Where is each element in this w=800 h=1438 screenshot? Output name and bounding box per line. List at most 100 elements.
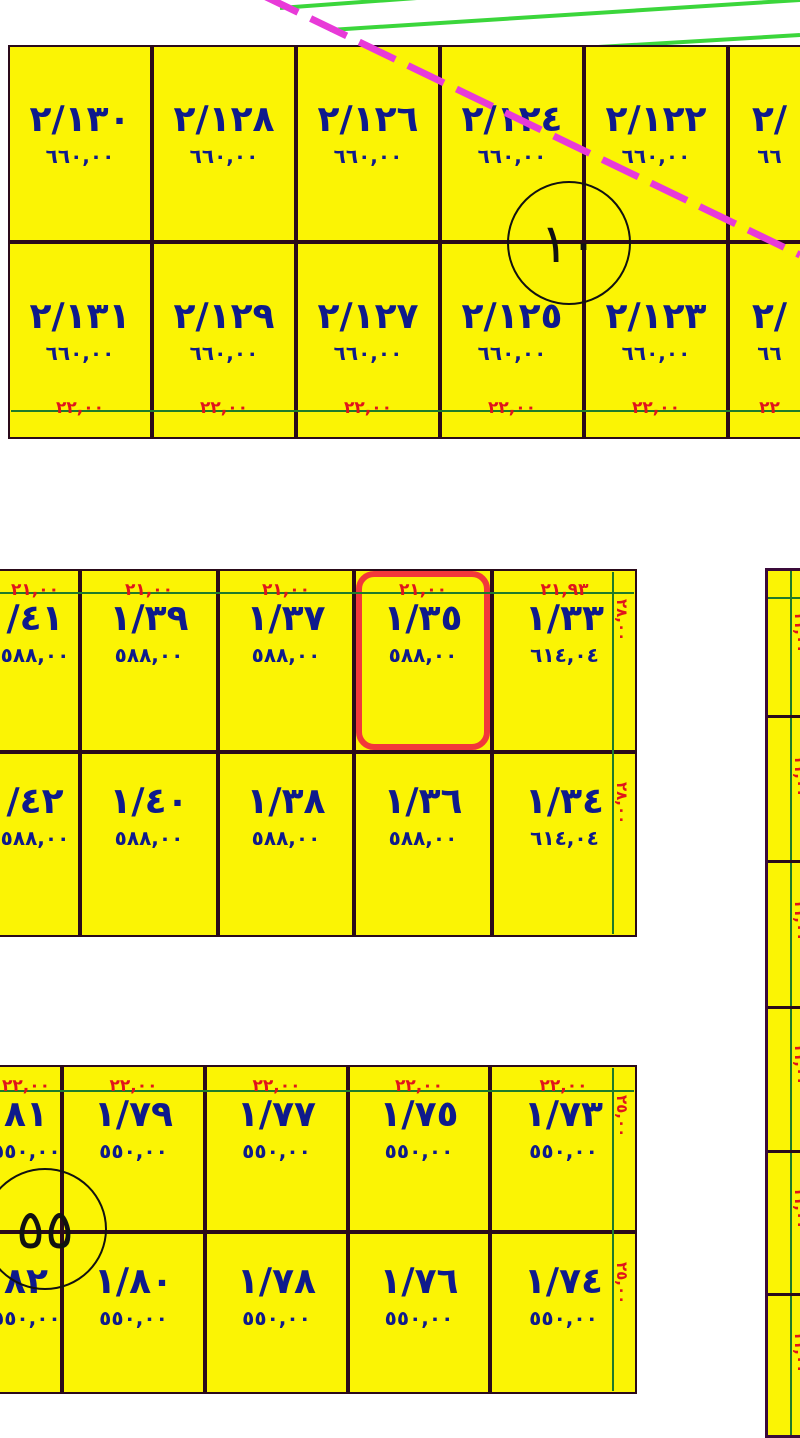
plot[interactable]: ١/٣٦ ٥٨٨,٠٠ [354,752,492,937]
side-dimension: ١١,٠٠ [791,611,800,654]
plot-area: ٥٨٨,٠٠ [0,643,70,667]
plot-number: ١/٣٦ [383,781,463,822]
plot-number: ١/٧٣ [523,1094,604,1135]
side-dimension: ١١,٠٠ [791,1187,800,1230]
plot-area: ٥٨٨,٠٠ [0,826,70,850]
plot-area: ٥٥٠,٠٠ [242,1139,311,1163]
plot[interactable]: ١/٧٥ ٥٥٠,٠٠ [348,1065,490,1232]
plot-number: ١/٧٦ [379,1261,459,1302]
plot[interactable]: ١/٨٠ ٥٥٠,٠٠ [62,1232,205,1394]
plot-area: ٦٦٠,٠٠ [621,341,691,365]
plot-number: ٨١ [4,1094,48,1135]
setback-line [0,1090,634,1092]
plot-number: ١/٣٨ [246,781,326,822]
plot[interactable]: ١/٧٦ ٥٥٠,٠٠ [348,1232,490,1394]
plot-number: ١/٧٨ [236,1261,317,1302]
plot-area: ٦٦٠,٠٠ [477,341,547,365]
plot[interactable]: ٢/١٢٩ ٦٦٠,٠٠ [152,242,296,439]
plot-area: ٦٦ [757,341,782,365]
plot-area: ٥٨٨,٠٠ [388,643,458,667]
block-number-circle: ١٠ [507,181,631,305]
plot-number: ٢/١٢٧ [317,296,419,337]
plot-area: ٥٥٠,٠٠ [384,1139,454,1163]
plot-divider [768,1150,800,1153]
plot-area: ٦٦٠,٠٠ [333,341,403,365]
frontage-dimension: ٢٢,٠٠ [2,1076,50,1096]
frontage-dimension: ٢١,٠٠ [125,580,173,600]
plot-number: ٢/١٢٥ [461,296,563,337]
plot-area: ٦٦٠,٠٠ [333,144,403,168]
plot[interactable]: ١/٣٥ ٥٨٨,٠٠ [354,569,492,752]
plot[interactable]: ٢/١٢٧ ٦٦٠,٠٠ [296,242,440,439]
plot[interactable]: ١/٧٨ ٥٥٠,٠٠ [205,1232,348,1394]
plot-area: ٦٦٠,٠٠ [45,144,115,168]
frontage-dimension: ٢٢,٠٠ [200,398,248,418]
frontage-dimension: ٢٢,٠٠ [344,398,392,418]
plot-number: ٢/١٣١ [29,296,131,337]
frontage-dimension: ٢٢,٠٠ [539,1076,588,1096]
plot-number: ١/٧٤ [523,1261,604,1302]
plot-area: ٥٥٠,٠٠ [242,1306,311,1330]
side-dimension: ٢٥,٠٠ [613,1095,631,1138]
plot-number: ٢/١٢٨ [173,99,275,140]
setback-line [790,571,792,1435]
plot-area: ٥٥٠,٠٠ [0,1139,61,1163]
plot-number: ١/٣٤ [524,781,605,822]
plot-number: ١/٨٠ [93,1261,174,1302]
frontage-dimension: ٢٢,٠٠ [488,398,536,418]
plot-number: ٢/١٢٤ [461,99,563,140]
plot-number: ١/٣٥ [383,598,463,639]
plot-area: ٥٥٠,٠٠ [99,1306,168,1330]
frontage-dimension: ٢٢,٠٠ [395,1076,443,1096]
plot-number: ٢/١٢٣ [605,296,707,337]
plot-area: ٦٦٠,٠٠ [477,144,547,168]
plot[interactable]: ٢/١٣٠ ٦٦٠,٠٠ [8,45,152,242]
setback-line [612,1068,614,1391]
plot-area: ٥٥٠,٠٠ [0,1306,61,1330]
plot-number: ٢/ [751,296,788,337]
plot-divider [768,1293,800,1296]
plot-area: ٦٦٠,٠٠ [621,144,691,168]
plot-divider [768,715,800,718]
plot[interactable]: ٢/٦٦ [728,45,800,242]
side-dimension: ١١,٠٠ [791,899,800,942]
setback-line [612,572,614,934]
plot[interactable]: ١/٧٤ ٥٥٠,٠٠ [490,1232,637,1394]
plot-area: ٥٥٠,٠٠ [384,1306,454,1330]
plot-number: ٢/ [751,99,788,140]
setback-line [0,592,634,594]
plot-divider [768,860,800,863]
plot-area: ٦١٤,٠٤ [530,643,599,667]
plot-number: ١/٣٣ [524,598,605,639]
plot-area: ٦٦٠,٠٠ [189,341,259,365]
plot-area: ٥٨٨,٠٠ [388,826,458,850]
frontage-dimension: ٢١,٠٠ [11,580,59,600]
plot-number: ١/٣٧ [246,598,326,639]
plot-number: ٢/١٣٠ [29,99,131,140]
plot-number: ٢/١٢٢ [605,99,707,140]
plot-number: ٢/١٢٩ [173,296,275,337]
frontage-dimension: ٢٢,٠٠ [252,1076,301,1096]
plot-area: ٦٦٠,٠٠ [45,341,115,365]
side-dimension: ١١,٠٠ [791,1043,800,1086]
plot-number: ١/٧٩ [93,1094,174,1135]
plot-area: ٥٨٨,٠٠ [251,826,321,850]
plot[interactable]: ٢/١٢٣ ٦٦٠,٠٠ [584,242,728,439]
plot-block-55: ٨١٥٥٠,٠٠١/٧٩٥٥٠,٠٠١/٧٧٥٥٠,٠٠١/٧٥٥٥٠,٠٠١/… [0,1065,637,1394]
plot[interactable]: ١/٣٨ ٥٨٨,٠٠ [218,752,354,937]
plot-area: ٥٥٠,٠٠ [529,1306,598,1330]
plot-number: ١/٧٥ [379,1094,459,1135]
plot-area: ٥٥٠,٠٠ [99,1139,168,1163]
plot[interactable]: ٢/١٣١ ٦٦٠,٠٠ [8,242,152,439]
